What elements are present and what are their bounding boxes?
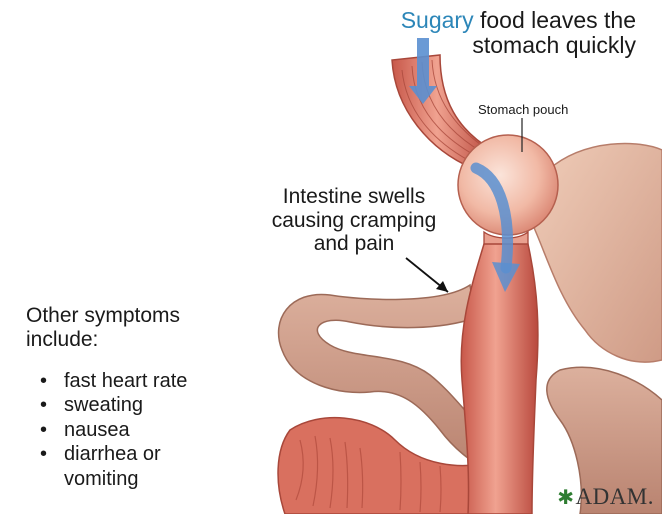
swell-line-3: and pain (314, 232, 395, 255)
intestine-swell-label: Intestine swells causing cramping and pa… (248, 185, 460, 256)
symptoms-list: fast heart rate sweating nausea diarrhea… (40, 369, 187, 491)
symptoms-heading-line-1: Other symptoms (26, 304, 180, 327)
header-caption: Sugary food leaves the stomach quickly (336, 8, 636, 58)
list-item: diarrhea orvomiting (40, 442, 187, 491)
symptoms-heading: Other symptoms include: (26, 304, 180, 351)
swell-line-1: Intestine swells (283, 185, 425, 208)
symptom-text: fast heart rate (64, 370, 187, 392)
symptom-text: nausea (64, 419, 130, 441)
symptom-text: diarrhea or (64, 443, 161, 465)
symptoms-heading-line-2: include: (26, 328, 98, 351)
leaf-icon: ✱ (557, 485, 574, 509)
swollen-intestine (461, 244, 538, 514)
adam-logo: ✱ADAM. (557, 484, 654, 510)
swell-line-2: causing cramping (272, 209, 437, 232)
list-item: nausea (40, 418, 187, 442)
header-accent-word: Sugary (401, 7, 474, 33)
list-item: fast heart rate (40, 369, 187, 393)
logo-text: ADAM. (575, 484, 654, 509)
symptom-text: sweating (64, 394, 143, 416)
header-line2: stomach quickly (472, 32, 636, 58)
stomach-pouch-label: Stomach pouch (478, 103, 568, 117)
header-line1-rest: food leaves the (474, 7, 636, 33)
list-item: sweating (40, 393, 187, 417)
symptom-text-continuation: vomiting (64, 467, 187, 491)
